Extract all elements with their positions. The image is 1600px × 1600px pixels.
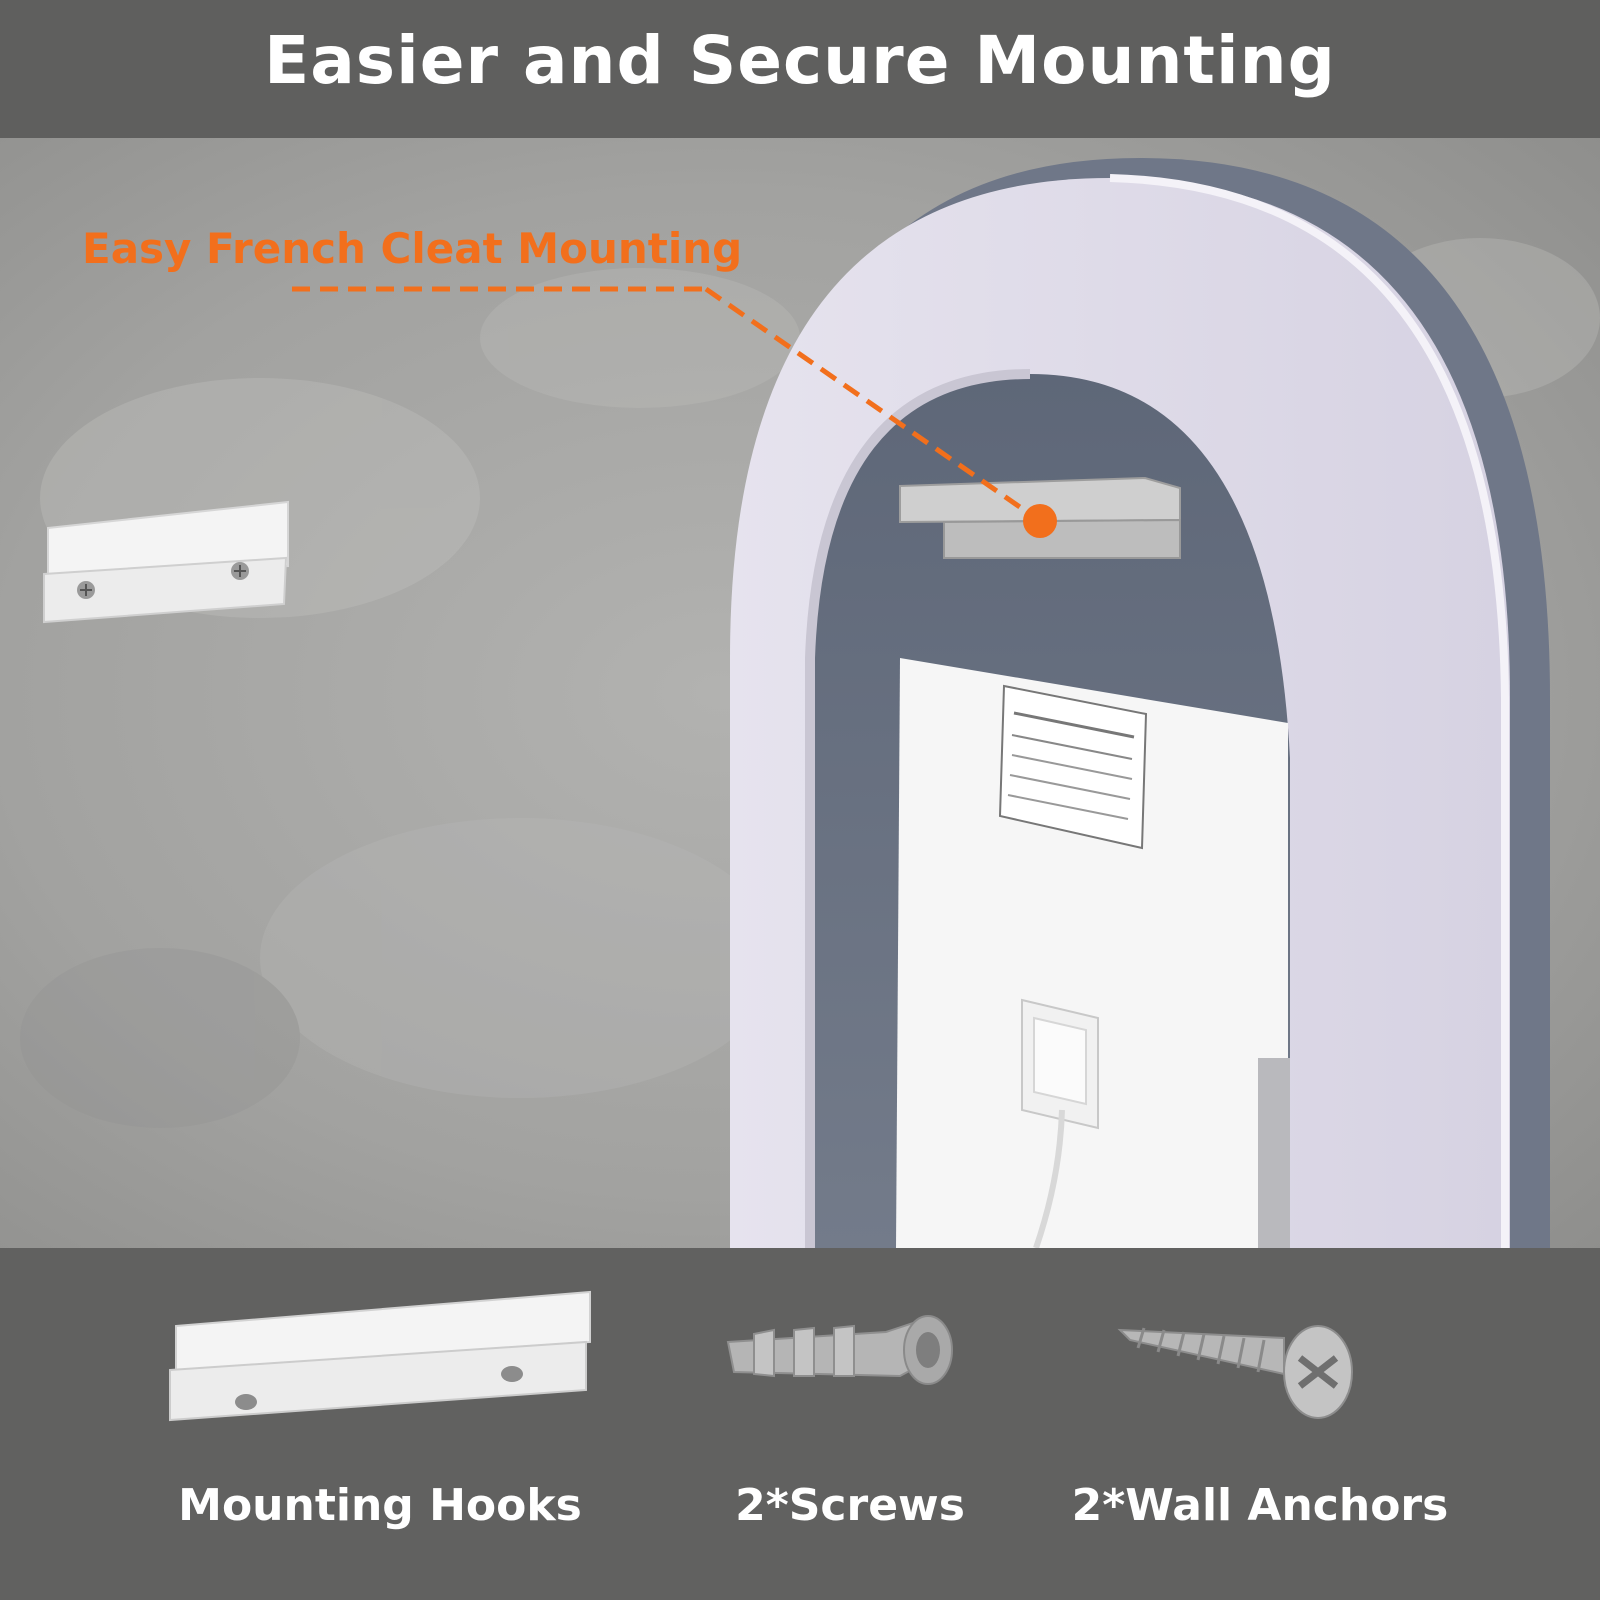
spec-label: [998, 684, 1148, 850]
mounting-hook-icon: [169, 1290, 591, 1422]
parts-row: Mounting Hooks 2*Screws: [0, 1248, 1600, 1600]
part-wall-anchors: 2*Wall Anchors: [1060, 1248, 1460, 1600]
callout-pointer: [292, 286, 1057, 538]
mirror-edge-highlight: [1109, 174, 1509, 1248]
part-mounting-hooks: Mounting Hooks: [140, 1248, 620, 1600]
part-label: 2*Wall Anchors: [1071, 1480, 1449, 1531]
callout-label: Easy French Cleat Mounting: [82, 224, 743, 273]
mounting-scene: [0, 138, 1600, 1248]
label-sheet: [896, 658, 1288, 1248]
part-label: Mounting Hooks: [178, 1480, 582, 1531]
arched-mirror: [730, 158, 1550, 1248]
header-bar: Easier and Secure Mounting: [0, 0, 1600, 138]
part-label: 2*Screws: [735, 1480, 965, 1531]
switch-plate: [1021, 998, 1099, 1248]
part-screws: 2*Screws: [690, 1248, 1010, 1600]
screw-icon: [1117, 1325, 1353, 1419]
accessories-bar: Mounting Hooks 2*Screws: [0, 1248, 1600, 1600]
callout-dot: [1023, 504, 1057, 538]
wall-cleat: [43, 500, 289, 624]
wall-anchor-icon: [726, 1315, 953, 1385]
mirror-cleat: [899, 476, 1181, 559]
page-title: Easier and Secure Mounting: [264, 22, 1336, 99]
